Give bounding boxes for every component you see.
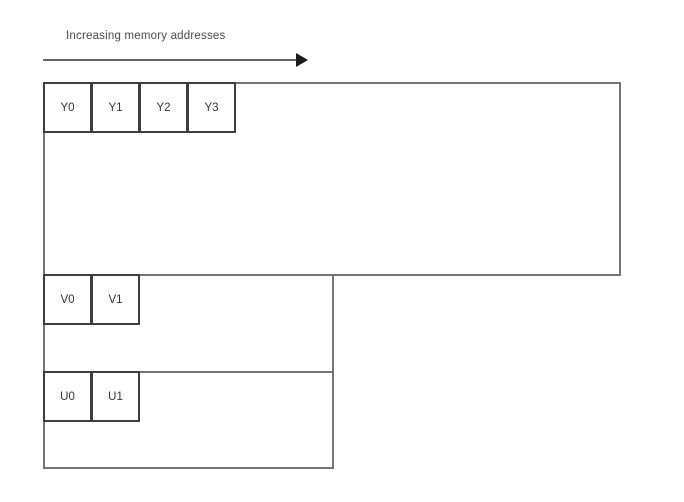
arrow-head-icon bbox=[296, 53, 308, 67]
y-plane-cell-y2: Y2 bbox=[139, 82, 188, 133]
arrow-line bbox=[43, 59, 297, 61]
y-plane-cell-y1: Y1 bbox=[91, 82, 140, 133]
v-plane-cell-v1: V1 bbox=[91, 274, 140, 325]
arrow-label: Increasing memory addresses bbox=[66, 30, 226, 42]
u-plane-cell-u0: U0 bbox=[43, 371, 92, 422]
v-plane-cell-v0: V0 bbox=[43, 274, 92, 325]
u-plane-cell-u1: U1 bbox=[91, 371, 140, 422]
y-plane-cell-y0: Y0 bbox=[43, 82, 92, 133]
y-plane-cell-y3: Y3 bbox=[187, 82, 236, 133]
